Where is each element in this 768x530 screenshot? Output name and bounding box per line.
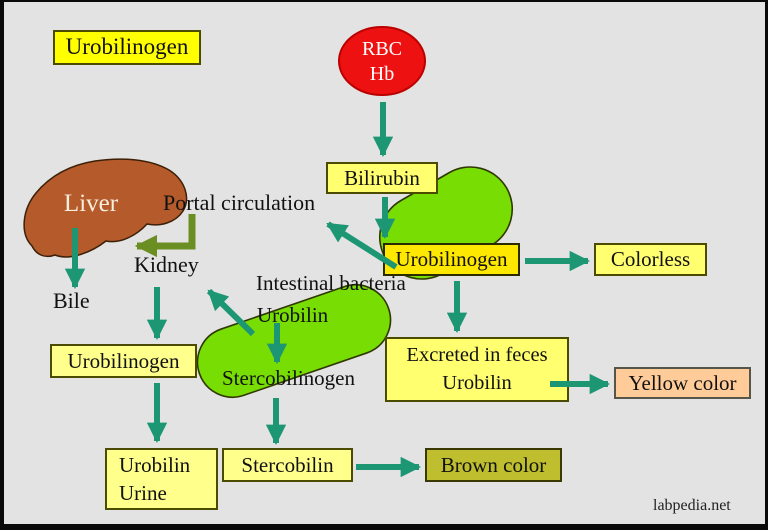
stercobilin-label: Stercobilin: [241, 452, 334, 477]
frame-edge-right: [765, 0, 768, 530]
rbc-label: RBC Hb: [339, 37, 425, 87]
watermark-labpedia: labpedia.net: [653, 497, 731, 514]
portal-circulation-label: Portal circulation: [163, 190, 316, 215]
urobilin-urine-line2: Urine: [119, 481, 167, 505]
urobilinogen-mid-label: Urobilinogen: [395, 247, 508, 272]
bilirubin-label: Bilirubin: [344, 165, 420, 190]
frame-edge-bottom: [0, 524, 768, 530]
colorless-label: Colorless: [610, 247, 691, 272]
liver-label: Liver: [63, 190, 119, 217]
rbc-ellipse: [338, 26, 426, 96]
rbc-line1: RBC: [361, 38, 403, 60]
node-brown-color: Brown color: [425, 448, 562, 482]
frame-edge-top: [0, 0, 768, 2]
node-colorless: Colorless: [594, 243, 707, 276]
node-urobilinogen-intestine: Urobilinogen: [383, 243, 520, 276]
urobilin-label: Urobilin: [257, 303, 329, 327]
liver-shape: [23, 158, 188, 258]
brown-color-label: Brown color: [440, 452, 547, 477]
stercobilinogen-label: Stercobilinogen: [222, 366, 355, 390]
legend-label: Urobilinogen: [65, 34, 189, 60]
kidney-label: Kidney: [134, 252, 199, 277]
urobilinogen-left-label: Urobilinogen: [67, 348, 180, 373]
yellow-color-label: Yellow color: [628, 370, 737, 395]
legend-box-urobilinogen: Urobilinogen: [53, 30, 201, 65]
node-bilirubin: Bilirubin: [326, 162, 438, 194]
rbc-line2: Hb: [369, 63, 395, 85]
intestine-shape-lower: [196, 284, 392, 398]
node-yellow-color: Yellow color: [614, 367, 751, 399]
node-urobilin-urine: Urobilin Urine: [105, 448, 218, 510]
node-excreted-in-feces: Excreted in feces Urobilin: [385, 337, 569, 402]
excreted-line1: Excreted in feces: [406, 343, 548, 366]
bile-label: Bile: [53, 288, 90, 313]
intestinal-bacteria-label: Intestinal bacteria: [256, 271, 406, 295]
node-stercobilin: Stercobilin: [222, 448, 353, 482]
urobilin-urine-line1: Urobilin: [119, 452, 191, 477]
frame-edge-left: [0, 0, 4, 530]
node-urobilinogen-kidney: Urobilinogen: [50, 344, 197, 378]
excreted-line2: Urobilin: [442, 371, 512, 394]
